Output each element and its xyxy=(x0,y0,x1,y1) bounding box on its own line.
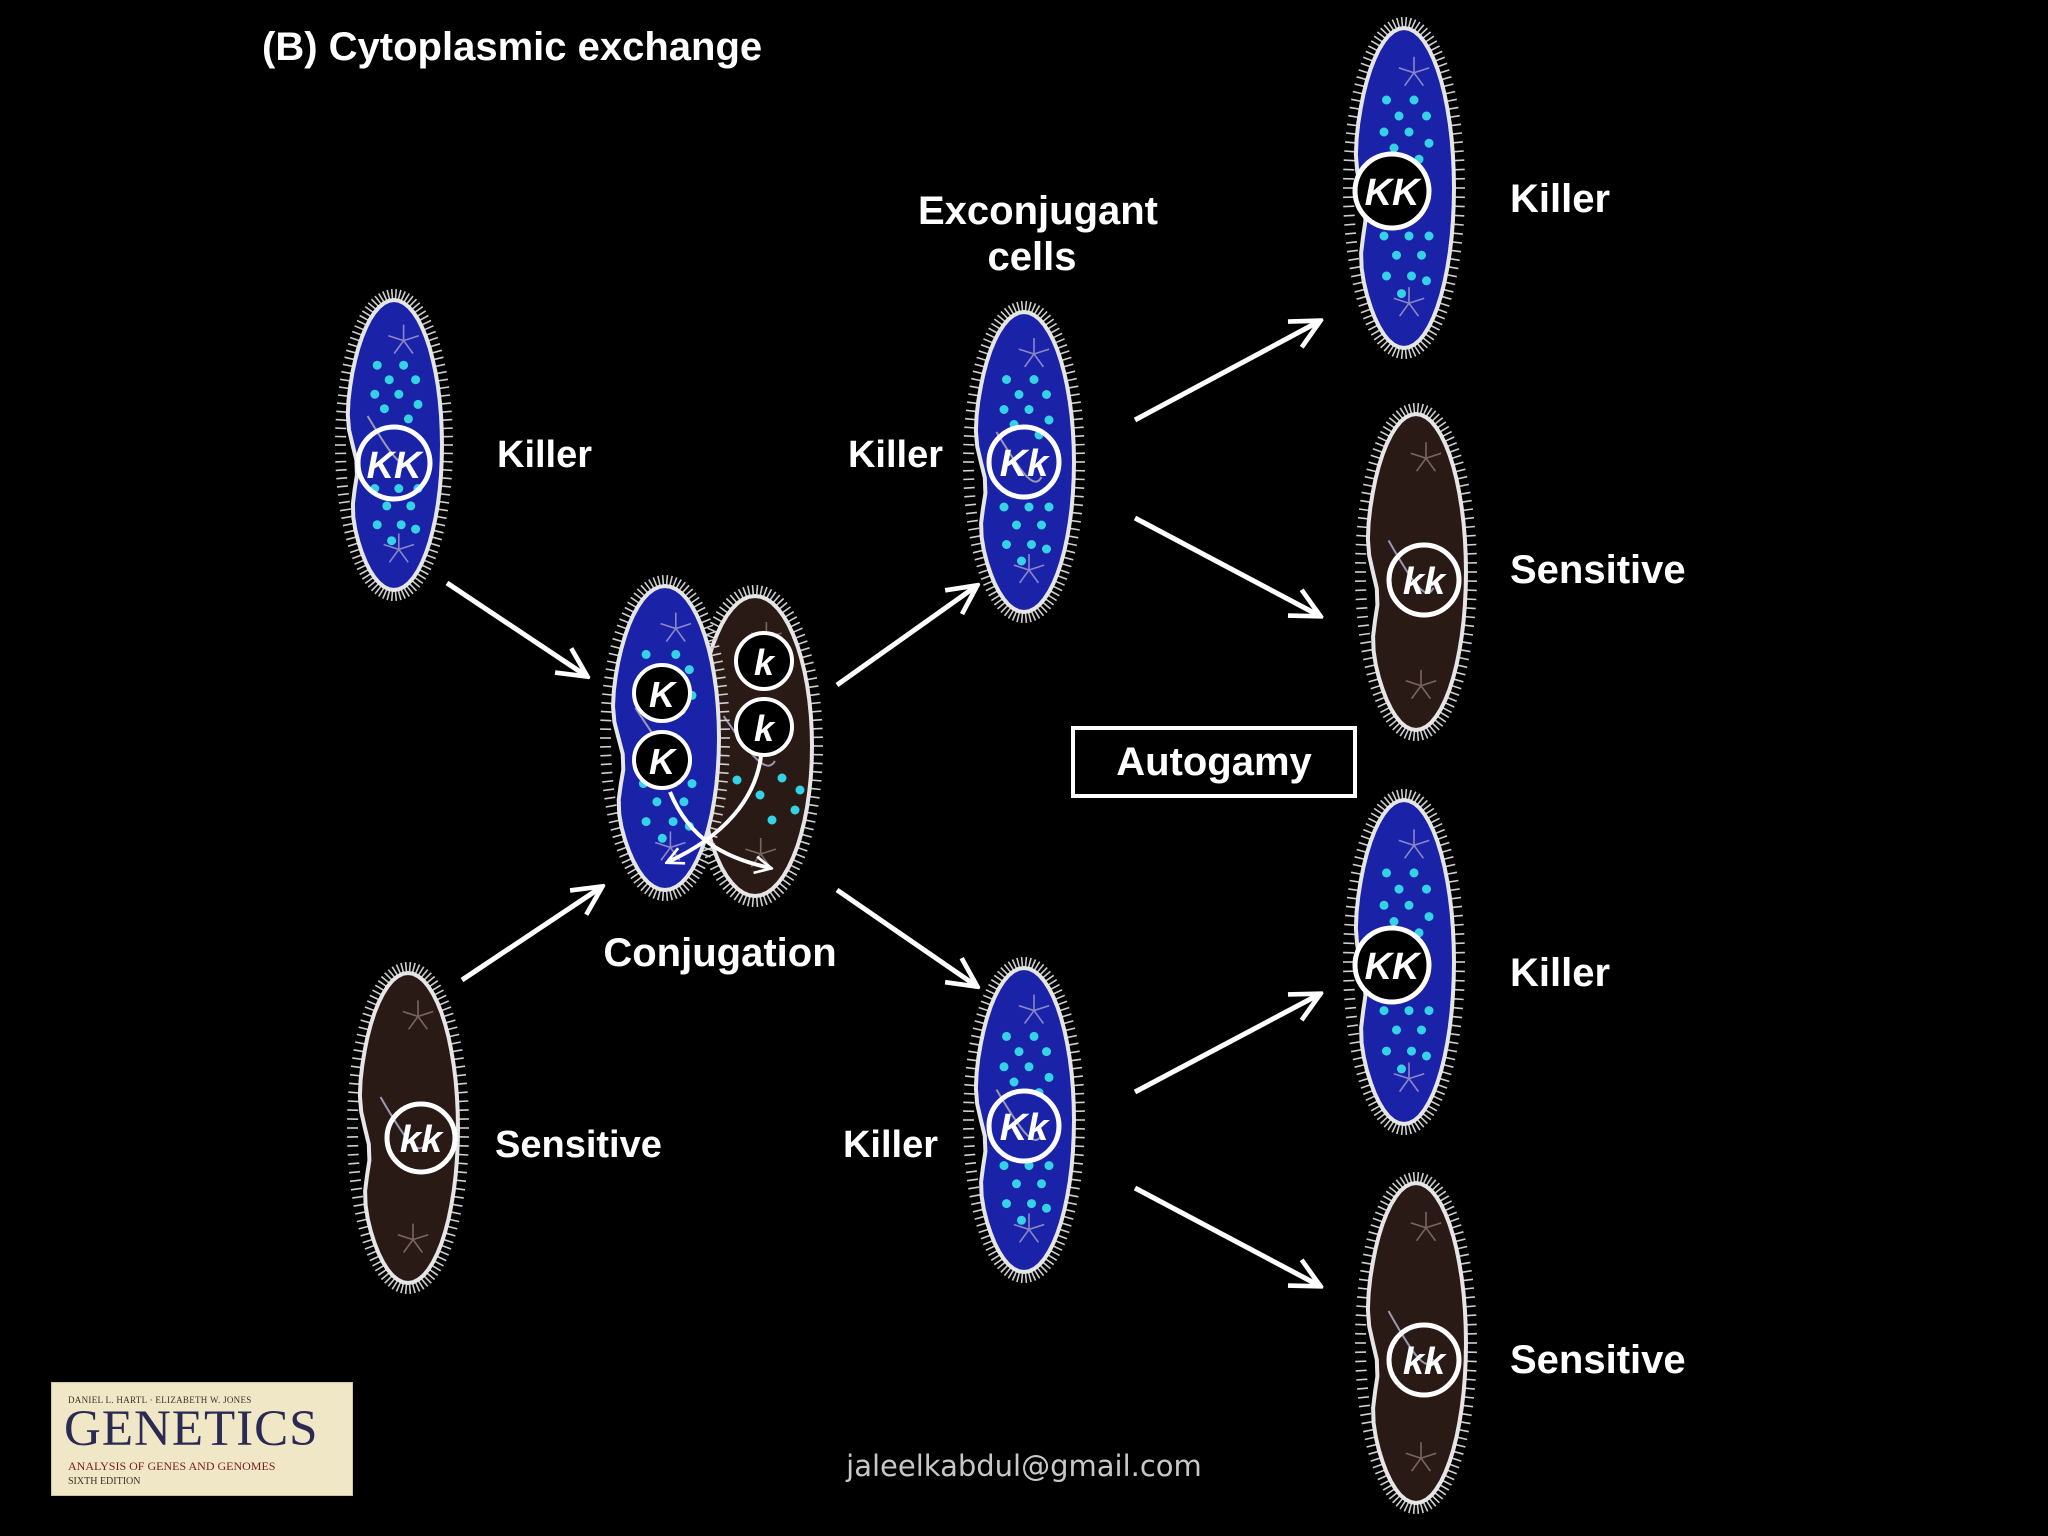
cell-result-3: KK xyxy=(1343,789,1465,1135)
arrow-killer-to-conjugation xyxy=(445,580,585,675)
paramecium-body xyxy=(1355,403,1477,741)
label-result-4: Sensitive xyxy=(1510,1338,1686,1382)
arrow-conjugation-to-exconjugant-bottom xyxy=(835,887,975,985)
conjugating-pair: K K k k xyxy=(600,575,823,907)
paramecium-body xyxy=(963,301,1085,623)
arrow-sensitive-to-conjugation xyxy=(460,888,600,983)
label-exconjugant-line1: Exconjugant xyxy=(918,189,1158,233)
autogamy-box: Autogamy xyxy=(1071,726,1357,798)
label-exconjugant-line2: cells xyxy=(988,235,1077,279)
genotype-label: kk xyxy=(1403,1341,1447,1383)
exchanged-kappa xyxy=(732,773,805,825)
arrow-ex-bottom-to-sensitive xyxy=(1133,1185,1318,1285)
genotype-label: KK xyxy=(367,445,424,487)
micronucleus-k-left-2: K xyxy=(632,730,692,790)
cell-exconjugant-top: Kk xyxy=(963,301,1085,623)
nucleus xyxy=(1352,925,1432,1005)
email-watermark: jaleelkabdul@gmail.com xyxy=(846,1449,1202,1483)
nucleus xyxy=(1352,151,1432,231)
cell-exconjugant-bottom: Kk xyxy=(963,957,1085,1283)
paramecium-body xyxy=(963,957,1085,1283)
paramecium-body xyxy=(335,289,453,601)
label-exconjugant-top: Killer xyxy=(848,434,943,476)
genetics-book-logo: DANIEL L. HARTL · ELIZABETH W. JONES GEN… xyxy=(51,1382,353,1496)
label-result-1: Killer xyxy=(1510,177,1610,221)
genotype-label: Kk xyxy=(1000,443,1050,485)
genotype-label: kk xyxy=(1403,561,1447,603)
label-parent-sensitive: Sensitive xyxy=(495,1124,662,1166)
cell-result-2: kk xyxy=(1355,403,1477,741)
book-edition: SIXTH EDITION xyxy=(68,1476,141,1487)
cell-parent-sensitive: kk xyxy=(347,962,469,1294)
nucleus xyxy=(355,424,433,502)
cell-parent-killer: KK xyxy=(335,289,453,601)
cell-result-4: kk xyxy=(1355,1172,1477,1514)
nucleus xyxy=(986,1088,1062,1164)
nucleus xyxy=(986,424,1062,500)
arrow-ex-top-to-sensitive xyxy=(1133,515,1318,615)
genotype-label: KK xyxy=(1365,172,1422,214)
micronucleus-k-right-1: k xyxy=(734,631,794,691)
genotype-label: KK xyxy=(1365,946,1422,988)
label-exconjugant-bottom: Killer xyxy=(843,1124,938,1166)
arrow-ex-top-to-killer xyxy=(1133,322,1318,423)
label-result-2: Sensitive xyxy=(1510,548,1686,592)
cell-result-1: KK xyxy=(1343,17,1465,359)
arrow-ex-bottom-to-killer xyxy=(1133,995,1318,1095)
autogamy-label: Autogamy xyxy=(1116,740,1312,784)
label-parent-killer: Killer xyxy=(497,434,592,476)
exchange-arrow-right xyxy=(668,791,770,868)
nucleus xyxy=(384,1101,458,1175)
arrows xyxy=(445,322,1318,1285)
genotype-label: k xyxy=(754,708,776,749)
micronucleus-k-left-1: K xyxy=(632,663,692,723)
genotype-label: K xyxy=(649,741,678,782)
arrow-conjugation-to-exconjugant-top xyxy=(835,587,975,688)
genotype-label: Kk xyxy=(1000,1107,1050,1149)
nucleus xyxy=(1386,1322,1462,1398)
genotype-label: kk xyxy=(400,1119,444,1161)
label-result-3: Killer xyxy=(1510,951,1610,995)
genotype-label: k xyxy=(754,642,776,683)
micronucleus-k-right-2: k xyxy=(734,697,794,757)
label-conjugation: Conjugation xyxy=(603,931,836,975)
book-subtitle: ANALYSIS OF GENES AND GENOMES xyxy=(68,1459,276,1473)
book-authors: DANIEL L. HARTL · ELIZABETH W. JONES xyxy=(68,1395,252,1405)
figure-title: (B) Cytoplasmic exchange xyxy=(262,25,762,69)
paramecium-body xyxy=(347,962,469,1294)
nucleus xyxy=(1386,542,1462,618)
exchange-arrow-left xyxy=(668,744,764,862)
paramecium-body xyxy=(1355,1172,1477,1514)
book-title: GENETICS xyxy=(64,1401,319,1457)
genotype-label: K xyxy=(649,674,678,715)
